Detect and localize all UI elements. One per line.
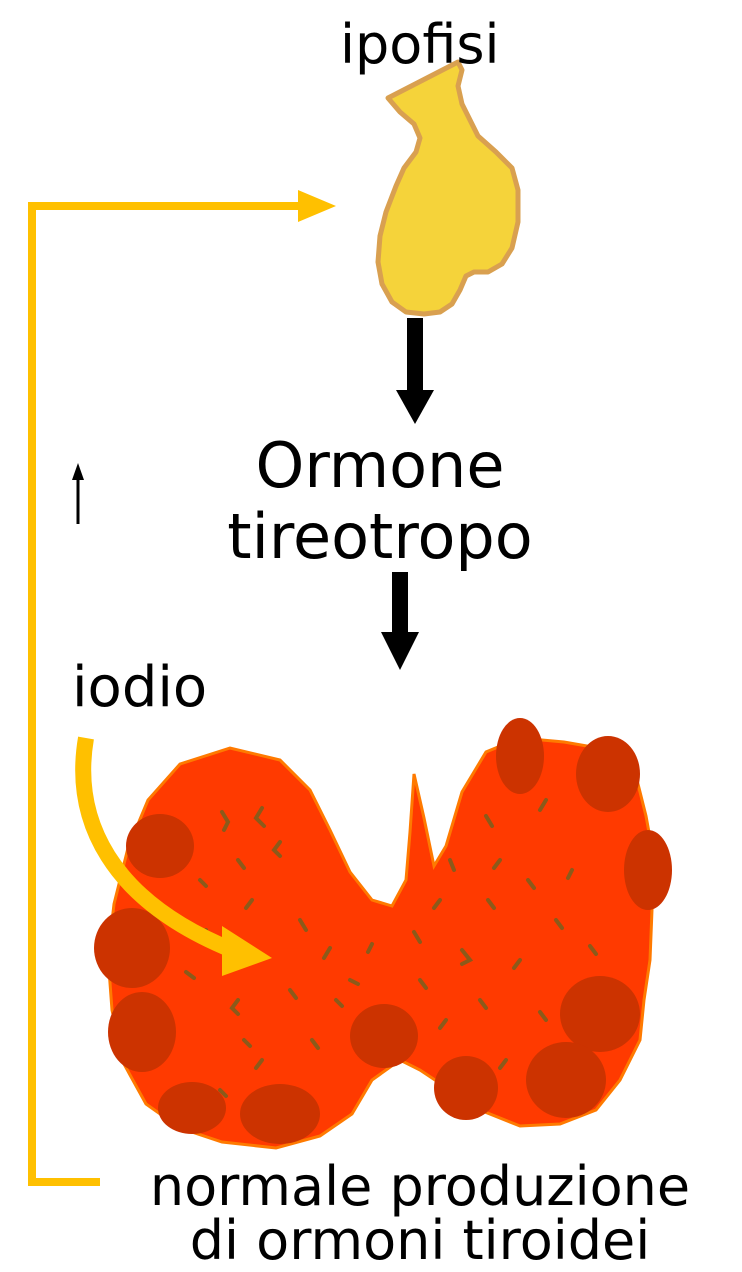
pituitary-to-hormone-arrow [396,318,434,424]
hormone-label-line1: Ormone [200,430,560,501]
output-label-line2: di ormoni tiroidei [100,1214,740,1268]
up-arrow-icon [72,463,84,524]
pituitary-label: ipofisi [340,18,499,72]
output-label: normale produzione di ormoni tiroidei [100,1160,740,1268]
hormone-label: Ormone tireotropo [200,430,560,573]
hormone-label-line2: tireotropo [200,501,560,572]
hormone-to-thyroid-arrow [381,572,419,670]
output-label-line1: normale produzione [100,1160,740,1214]
iodine-label: iodio [72,660,207,716]
pituitary-gland-shape [378,62,518,314]
